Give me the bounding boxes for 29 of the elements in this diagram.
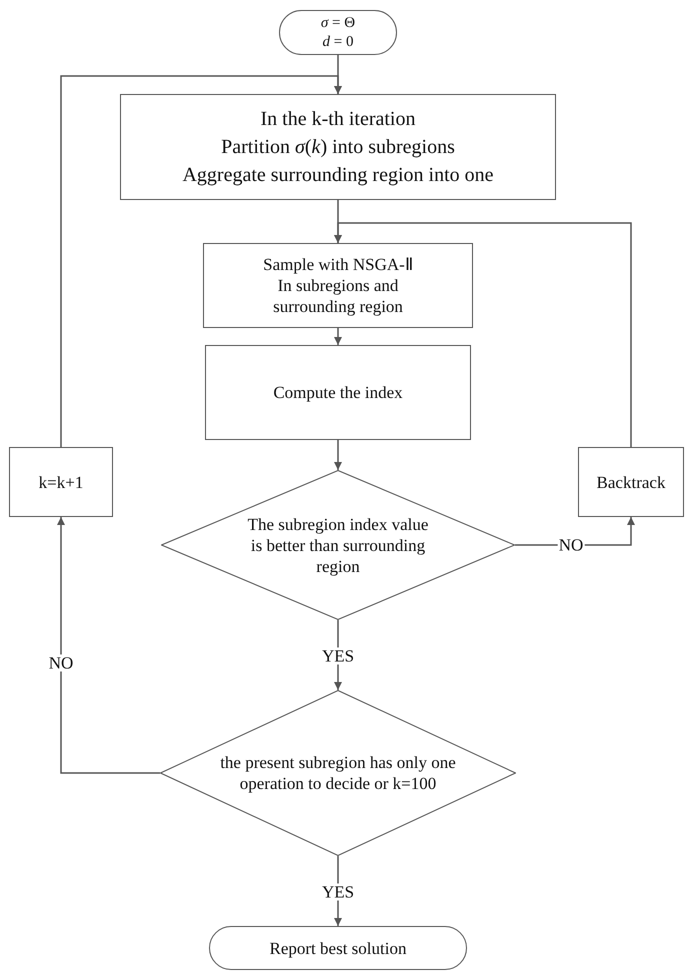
decision-diamond [161, 470, 515, 620]
node-text: the present subregion has only one operation to decide or k=100 [219, 752, 457, 794]
node-text: Report best solution [270, 938, 406, 958]
process-box [578, 447, 684, 517]
node-text: k=k+1 [38, 472, 84, 492]
arrow [334, 440, 342, 470]
process-box [120, 94, 556, 200]
edge-label: YES [320, 884, 356, 900]
process-box [203, 243, 473, 328]
decision-diamond [160, 690, 516, 856]
node-text: d = 0 [322, 32, 354, 52]
node-text: Aggregate surrounding region into one [182, 163, 494, 188]
node-text: In the k-th iteration [260, 107, 416, 132]
arrow [334, 222, 632, 447]
node-text: Partition σ(k) into subregions [221, 135, 455, 160]
node-text: The subregion index value is better than surrounding region [246, 514, 430, 576]
arrow [334, 328, 342, 345]
node-text: Compute the index [273, 382, 403, 403]
arrow [60, 75, 342, 447]
node-text: σ = Θ [320, 14, 356, 32]
arrow [57, 517, 160, 774]
process-box [205, 345, 471, 440]
process-box [9, 447, 113, 517]
node-text: Backtrack [596, 472, 666, 492]
edge-label: NO [558, 536, 584, 554]
edge-label: YES [320, 648, 356, 664]
node-text: Sample with NSGA-Ⅱ [263, 254, 413, 275]
edge-label: NO [48, 654, 74, 672]
node-text: In subregions and surrounding region [272, 275, 404, 317]
